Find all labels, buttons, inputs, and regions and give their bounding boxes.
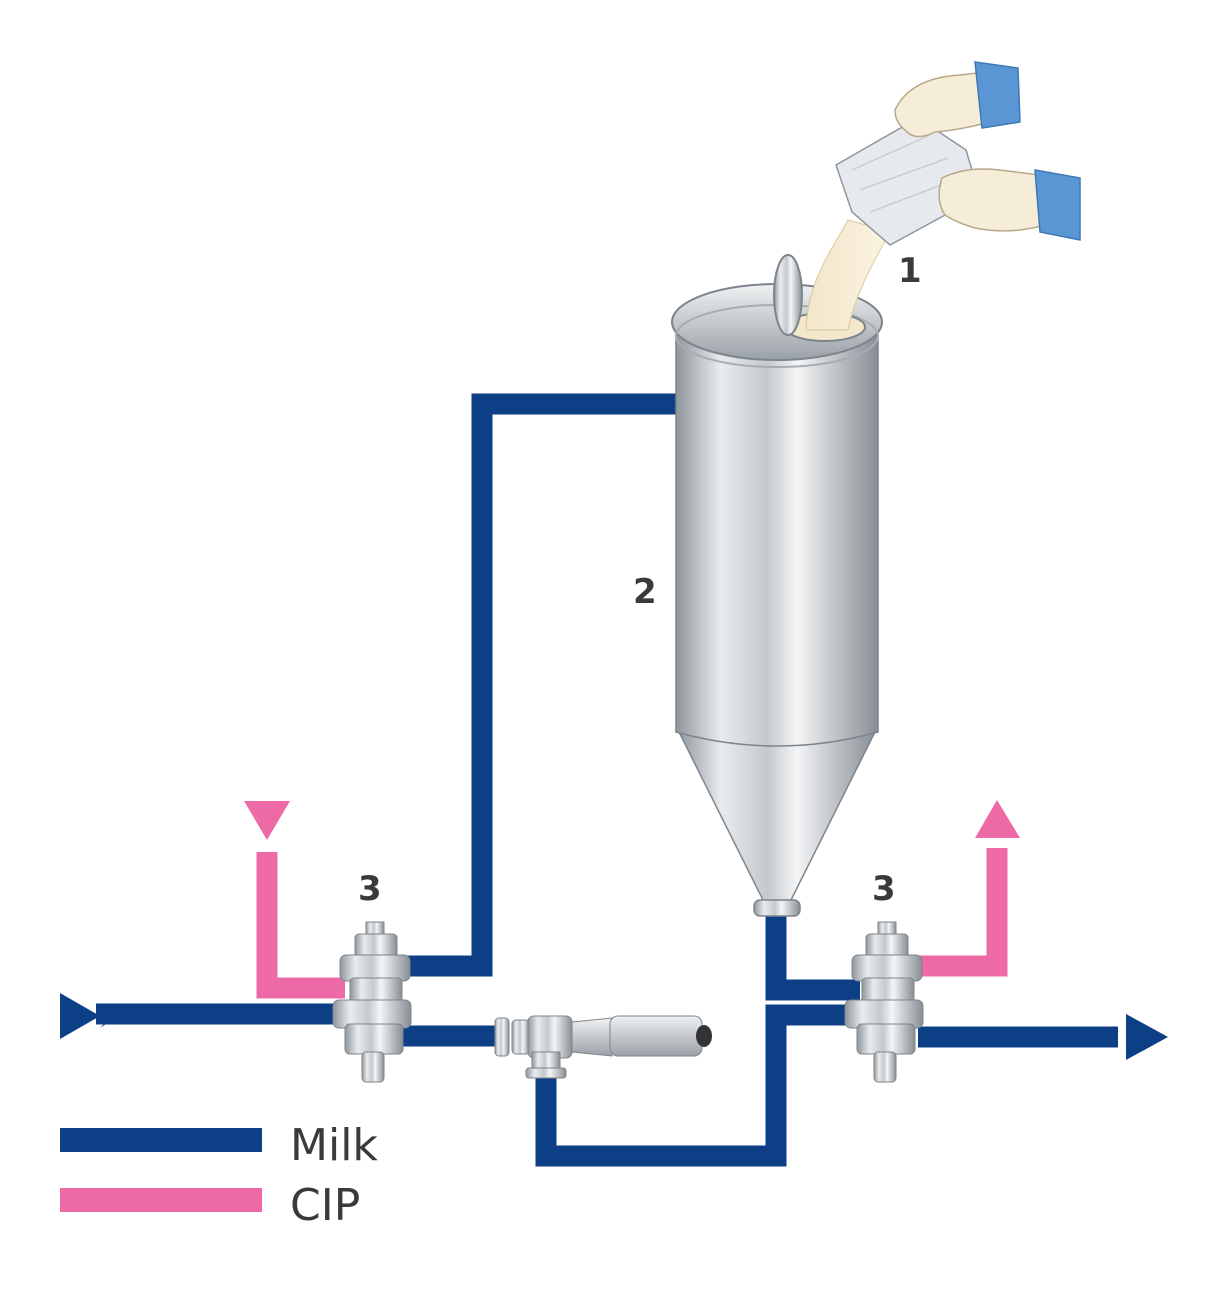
mix-proof-valve-right: [844, 921, 924, 1083]
upper-glove: [894, 71, 991, 138]
milk-inlet-arrow-icon: [60, 993, 100, 1039]
cip-pipe-left: [256, 852, 345, 999]
callout-2: 2: [633, 572, 657, 612]
callout-3-left: 3: [358, 869, 382, 909]
mixing-tank: [671, 254, 883, 917]
milk-pipe-filter-loop: [535, 1004, 860, 1167]
legend: Milk CIP: [60, 1120, 378, 1231]
milk-pipe-tank-outlet: [765, 912, 860, 1001]
lower-cuff: [1034, 169, 1081, 241]
callout-3-right: 3: [872, 869, 896, 909]
milk-pipes: [96, 393, 1118, 1167]
lower-glove: [938, 168, 1046, 232]
callout-1: 1: [898, 251, 922, 291]
hands-pouring-bag: [835, 61, 1081, 246]
cip-outlet-arrow-icon: [975, 800, 1020, 838]
legend-milk-label: Milk: [290, 1120, 378, 1171]
legend-cip-label: CIP: [290, 1180, 360, 1231]
upper-cuff: [974, 61, 1021, 129]
milk-inlet-chevron-icon: [100, 1004, 118, 1028]
milk-pipe-tank-to-left-valve: [400, 393, 680, 977]
powder-stream: [805, 219, 891, 331]
cip-pipe-right: [915, 848, 1008, 977]
legend-milk-swatch: [60, 1128, 262, 1152]
cip-inlet-arrow-icon: [244, 801, 290, 840]
legend-cip-swatch: [60, 1188, 262, 1212]
mix-proof-valve-left: [332, 921, 412, 1083]
inline-filter: [494, 1015, 712, 1079]
cip-pipes: [256, 848, 1008, 999]
milk-outlet-arrow-icon: [1126, 1014, 1168, 1060]
